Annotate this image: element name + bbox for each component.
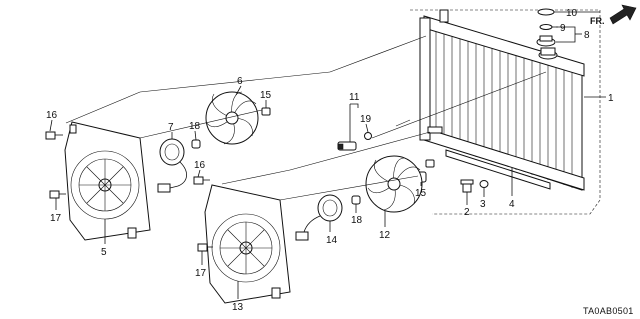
right-cooling-fan xyxy=(365,155,423,213)
left-motor-bolt xyxy=(191,139,201,149)
right-fan-nut xyxy=(425,159,435,168)
callout-19: 19 xyxy=(360,114,372,125)
leader-lines xyxy=(49,11,606,299)
callout-17-right: 17 xyxy=(195,268,207,279)
fan-switch-sensor xyxy=(337,141,357,151)
callout-8: 8 xyxy=(584,30,590,41)
callout-10: 10 xyxy=(566,8,578,19)
callout-14: 14 xyxy=(326,235,338,246)
callout-labels: 1 2 3 4 5 6 7 8 9 10 11 12 13 14 15 15 1… xyxy=(46,8,614,313)
direction-label: FR. xyxy=(590,16,605,26)
callout-2: 2 xyxy=(464,207,470,218)
callout-18-right: 18 xyxy=(351,215,363,226)
callout-6: 6 xyxy=(237,76,243,87)
callout-18-left: 18 xyxy=(189,121,201,132)
cap-seal-ring xyxy=(537,8,555,16)
callout-12: 12 xyxy=(379,230,391,241)
callout-9: 9 xyxy=(560,23,566,34)
callout-5: 5 xyxy=(101,247,107,258)
callout-1: 1 xyxy=(608,93,614,104)
right-fan-shroud xyxy=(204,184,291,304)
callout-15-right: 15 xyxy=(415,188,427,199)
diagram-code: TA0AB0501 xyxy=(583,306,634,316)
drain-washer xyxy=(479,180,489,188)
callout-13: 13 xyxy=(232,302,244,313)
drain-plug xyxy=(460,179,474,193)
callout-16-left: 16 xyxy=(46,110,58,121)
callout-4: 4 xyxy=(509,199,515,210)
front-direction-arrow: FR. xyxy=(590,4,637,26)
sensor-o-ring xyxy=(364,132,372,140)
callout-17-left: 17 xyxy=(50,213,62,224)
left-shroud-bolt-top xyxy=(45,131,63,140)
radiator-cap-group xyxy=(536,8,556,47)
cap-washer xyxy=(539,24,553,30)
callout-7: 7 xyxy=(168,122,174,133)
radiator-assembly xyxy=(410,9,601,215)
left-shroud-bolt-lower xyxy=(49,190,66,199)
left-fan-motor xyxy=(157,138,187,193)
right-shroud-bolt-lower xyxy=(197,243,213,252)
radiator-lower-strip xyxy=(445,149,551,190)
left-fan-shroud xyxy=(64,121,151,241)
callout-15-upper: 15 xyxy=(260,90,272,101)
right-motor-bolt xyxy=(351,195,361,205)
left-cooling-fan xyxy=(205,91,259,145)
callout-16-right: 16 xyxy=(194,160,206,171)
right-shroud-bolt-top xyxy=(193,176,210,185)
radiator-core-fins xyxy=(435,25,573,188)
callout-11: 11 xyxy=(349,92,360,103)
right-fan-motor xyxy=(295,194,343,241)
callout-3: 3 xyxy=(480,199,486,210)
left-fan-nut xyxy=(261,107,271,116)
